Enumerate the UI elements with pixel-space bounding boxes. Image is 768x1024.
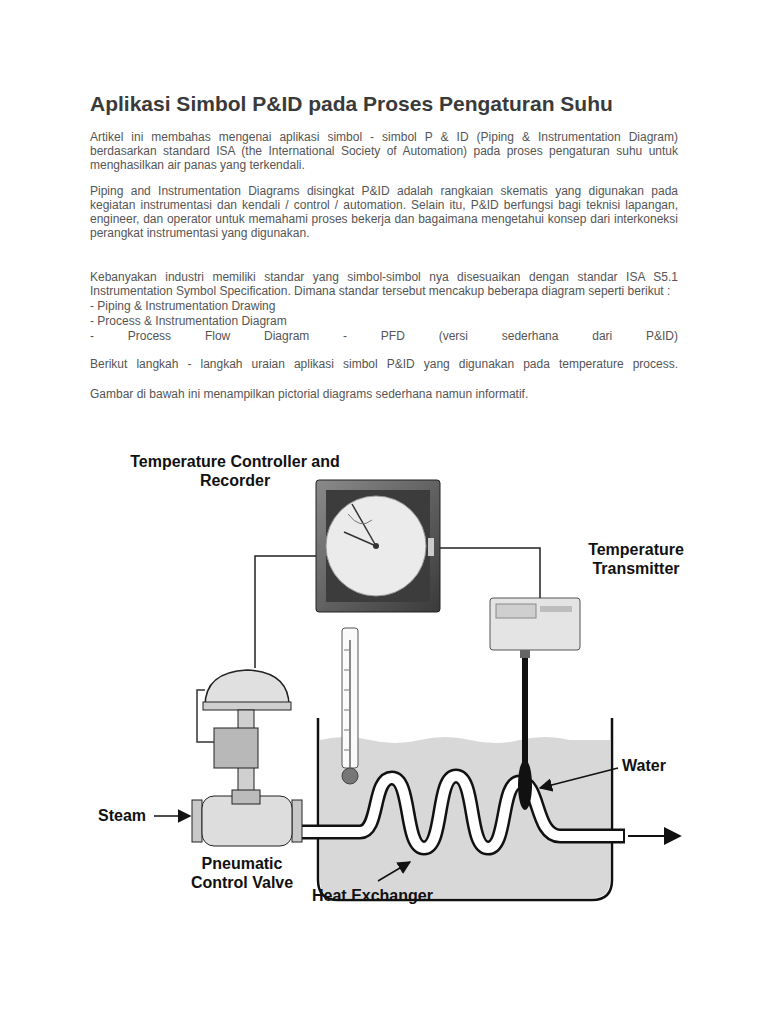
- probe-bulb: [518, 760, 532, 810]
- node-heading: Temperature Controller and Recorder: [130, 452, 340, 490]
- probe-gland: [520, 650, 530, 658]
- actuator-flange: [203, 702, 291, 710]
- recorder-frame: [316, 480, 440, 612]
- transmitter-plate: [540, 606, 572, 612]
- recorder-pen: [352, 504, 376, 546]
- recorder-pen: [344, 532, 376, 546]
- valve-flange: [292, 800, 302, 842]
- steam-arrow: [154, 815, 190, 817]
- recorder-latch: [428, 538, 434, 556]
- outlet-arrow: [628, 835, 680, 837]
- page-title: Aplikasi Simbol P&ID pada Proses Pengatu…: [90, 92, 690, 116]
- recorder-chart: [326, 496, 426, 596]
- transmitter-plate: [496, 604, 536, 618]
- transmitter-housing: [490, 598, 580, 650]
- thermometer-column: [349, 640, 351, 770]
- list-item: - Process Flow Diagram - PFD (versi sede…: [90, 329, 678, 343]
- recorder-hub: [373, 543, 379, 549]
- list-item: - Piping & Instrumentation Drawing: [90, 299, 678, 313]
- coil-pipe: [298, 776, 623, 848]
- exchanger-leader: [378, 862, 410, 881]
- node-heading: Pneumatic Control Valve: [176, 854, 308, 892]
- controller-recorder: Temperature Controller and Recorder: [316, 480, 440, 612]
- callout-label: Steam: [98, 806, 146, 825]
- recorder-trace: [348, 514, 372, 524]
- valve-positioner: [214, 728, 258, 768]
- thermometer-ticks: [344, 650, 349, 750]
- valve-actuator: [205, 670, 289, 706]
- water-leader: [540, 768, 618, 788]
- callout-label: Heat Exchanger: [312, 886, 433, 905]
- recorder-bezel: [326, 490, 430, 602]
- paragraph: Gambar di bawah ini menampilkan pictoria…: [90, 387, 678, 401]
- valve-flange: [192, 800, 202, 842]
- paragraph: Artikel ini membahas mengenai aplikasi s…: [90, 130, 678, 172]
- list-item: - Process & Instrumentation Diagram: [90, 314, 678, 328]
- air-tube: [197, 690, 214, 742]
- signal-wire: [440, 548, 540, 598]
- probe-stem: [522, 658, 528, 765]
- paragraph: Piping and Instrumentation Diagrams disi…: [90, 184, 678, 240]
- temperature-transmitter: Temperature Transmitter: [490, 598, 580, 650]
- thermometer-bulb: [342, 768, 358, 784]
- water-fill: [320, 737, 610, 898]
- control-valve: Pneumatic Control Valve: [190, 668, 302, 850]
- callout-label: Water: [622, 756, 666, 775]
- node-heading: Temperature Transmitter: [572, 540, 700, 578]
- signal-wire: [255, 556, 316, 668]
- paragraph: Berikut langkah - langkah uraian aplikas…: [90, 357, 678, 371]
- paragraph: Kebanyakan industri memiliki standar yan…: [90, 270, 678, 298]
- valve-bonnet: [232, 790, 260, 804]
- article-body: Artikel ini membahas mengenai aplikasi s…: [90, 130, 678, 401]
